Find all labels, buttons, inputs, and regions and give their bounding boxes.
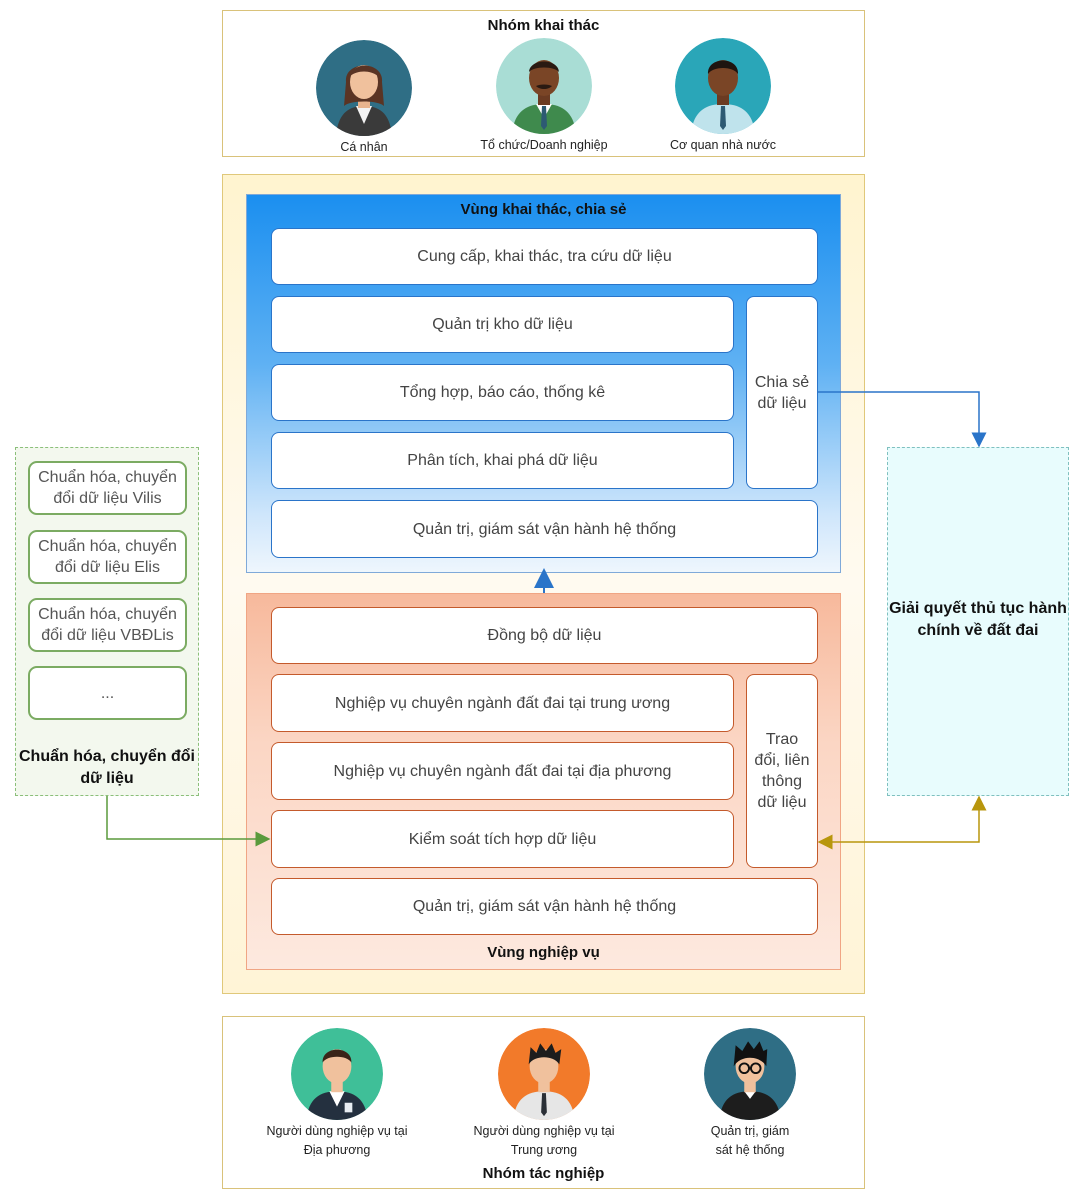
card-system-admin-bottom[interactable]: Quản trị, giám sát vận hành hệ thống <box>271 878 818 935</box>
zone-title-business: Vùng nghiệp vụ <box>487 944 600 961</box>
group-title-top: Nhóm khai thác <box>487 17 600 34</box>
official-icon <box>675 38 771 134</box>
person-central-user: Người dùng nghiệp vụ tại Trung ương <box>449 1028 639 1160</box>
person-label: Cơ quan nhà nước <box>669 138 777 152</box>
card-exchange-data[interactable]: Trao đổi, liên thông dữ liệu <box>746 674 818 868</box>
person-label: Tổ chức/Doanh nghiệp <box>480 138 608 152</box>
group-title-bottom: Nhóm tác nghiệp <box>482 1165 605 1182</box>
person-label: Người dùng nghiệp vụ tại Trung ương <box>473 1124 615 1157</box>
card-warehouse-admin[interactable]: Quản trị kho dữ liệu <box>271 296 734 353</box>
admin-user-icon <box>704 1028 796 1120</box>
person-individual: Cá nhân <box>269 40 459 157</box>
central-user-icon <box>498 1028 590 1120</box>
person-local-user: Người dùng nghiệp vụ tại Địa phương <box>242 1028 432 1160</box>
card-local-business[interactable]: Nghiệp vụ chuyên ngành đất đai tại địa p… <box>271 742 734 800</box>
person-label: Người dùng nghiệp vụ tại Địa phương <box>266 1124 408 1157</box>
person-government: Cơ quan nhà nước <box>628 38 818 155</box>
person-organization: Tổ chức/Doanh nghiệp <box>449 38 639 155</box>
card-convert-vbdlis[interactable]: Chuẩn hóa, chuyển đổi dữ liệu VBĐLis <box>28 598 187 652</box>
card-reports[interactable]: Tổng hợp, báo cáo, thống kê <box>271 364 734 421</box>
businessman-icon <box>496 38 592 134</box>
card-sync-data[interactable]: Đồng bộ dữ liệu <box>271 607 818 664</box>
person-admin: Quản trị, giám sát hệ thống <box>655 1028 845 1160</box>
card-share-data[interactable]: Chia sẻ dữ liệu <box>746 296 818 489</box>
local-user-icon <box>291 1028 383 1120</box>
card-central-business[interactable]: Nghiệp vụ chuyên ngành đất đai tại trung… <box>271 674 734 732</box>
card-convert-vilis[interactable]: Chuẩn hóa, chuyển đổi dữ liệu Vilis <box>28 461 187 515</box>
card-system-admin-top[interactable]: Quản trị, giám sát vận hành hệ thống <box>271 500 818 558</box>
card-convert-elis[interactable]: Chuẩn hóa, chuyển đổi dữ liệu Elis <box>28 530 187 584</box>
person-label: Quản trị, giám sát hệ thống <box>710 1124 790 1157</box>
card-provide-search[interactable]: Cung cấp, khai thác, tra cứu dữ liệu <box>271 228 818 285</box>
admin-procedures-panel <box>887 447 1069 796</box>
card-integration-control[interactable]: Kiểm soát tích hợp dữ liệu <box>271 810 734 868</box>
woman-user-icon <box>316 40 412 136</box>
card-more[interactable]: ... <box>28 666 187 720</box>
person-label: Cá nhân <box>340 140 388 154</box>
admin-procedures-title: Giải quyết thủ tục hành chính về đất đai <box>889 600 1067 639</box>
normalization-title: Chuẩn hóa, chuyển đổi dữ liệu <box>18 748 195 787</box>
card-analysis[interactable]: Phân tích, khai phá dữ liệu <box>271 432 734 489</box>
zone-title-exploit: Vùng khai thác, chia sẻ <box>460 201 627 218</box>
